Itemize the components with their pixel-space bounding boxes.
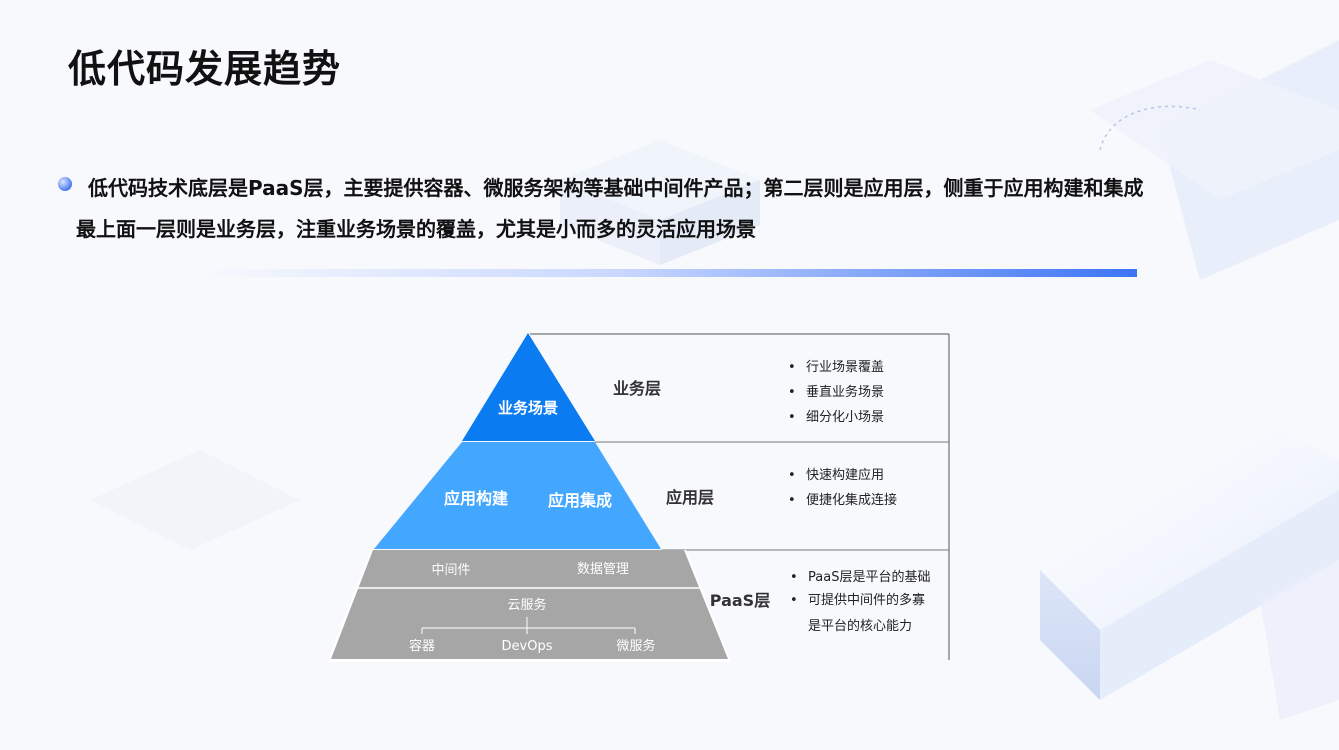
layer-item: 细分化小场景 xyxy=(806,410,884,425)
base-child-label: 微服务 xyxy=(616,638,655,654)
bullet-dot: • xyxy=(788,385,796,400)
base-cloud-label: 云服务 xyxy=(507,597,546,613)
base-child-label: 容器 xyxy=(409,638,435,654)
layer-item-continuation: 是平台的核心能力 xyxy=(808,618,912,634)
middle-tier-left-label: 应用构建 xyxy=(444,489,508,508)
bullet-dot: • xyxy=(788,468,796,483)
bullet-icon xyxy=(58,177,72,191)
bullet-dot: • xyxy=(790,570,798,585)
base-row1-right-label: 数据管理 xyxy=(577,562,629,577)
layer-item: 垂直业务场景 xyxy=(806,384,884,400)
middle-tier-right-label: 应用集成 xyxy=(548,491,612,510)
layer-item: 快速构建应用 xyxy=(806,467,884,483)
layer-name-application: 应用层 xyxy=(666,488,714,507)
description-line-2: 最上面一层则是业务层，注重业务场景的覆盖，尤其是小而多的灵活应用场景 xyxy=(76,217,756,241)
layer-item: 行业场景覆盖 xyxy=(806,360,884,375)
layer-item: PaaS层是平台的基础 xyxy=(808,569,930,585)
bullet-dot: • xyxy=(790,593,798,608)
bullet-dot: • xyxy=(788,493,796,508)
pyramid-base-tier xyxy=(331,550,728,659)
pyramid-top-tier xyxy=(462,333,595,441)
top-tier-label: 业务场景 xyxy=(498,399,558,417)
layer-item: 可提供中间件的多寡 xyxy=(808,592,925,608)
bullet-dot: • xyxy=(788,410,796,425)
base-child-label: DevOps xyxy=(502,639,553,654)
description-line-1: 低代码技术底层是PaaS层，主要提供容器、微服务架构等基础中间件产品；第二层则是… xyxy=(88,176,1144,200)
layer-name-paas: PaaS层 xyxy=(710,591,770,610)
bullet-dot: • xyxy=(788,360,796,375)
layer-item: 便捷化集成连接 xyxy=(806,492,897,508)
base-row1-left-label: 中间件 xyxy=(431,563,470,578)
divider-bar xyxy=(200,269,1137,277)
pyramid-middle-tier xyxy=(374,442,661,549)
page-title: 低代码发展趋势 xyxy=(68,47,342,91)
layer-name-business: 业务层 xyxy=(613,379,661,398)
